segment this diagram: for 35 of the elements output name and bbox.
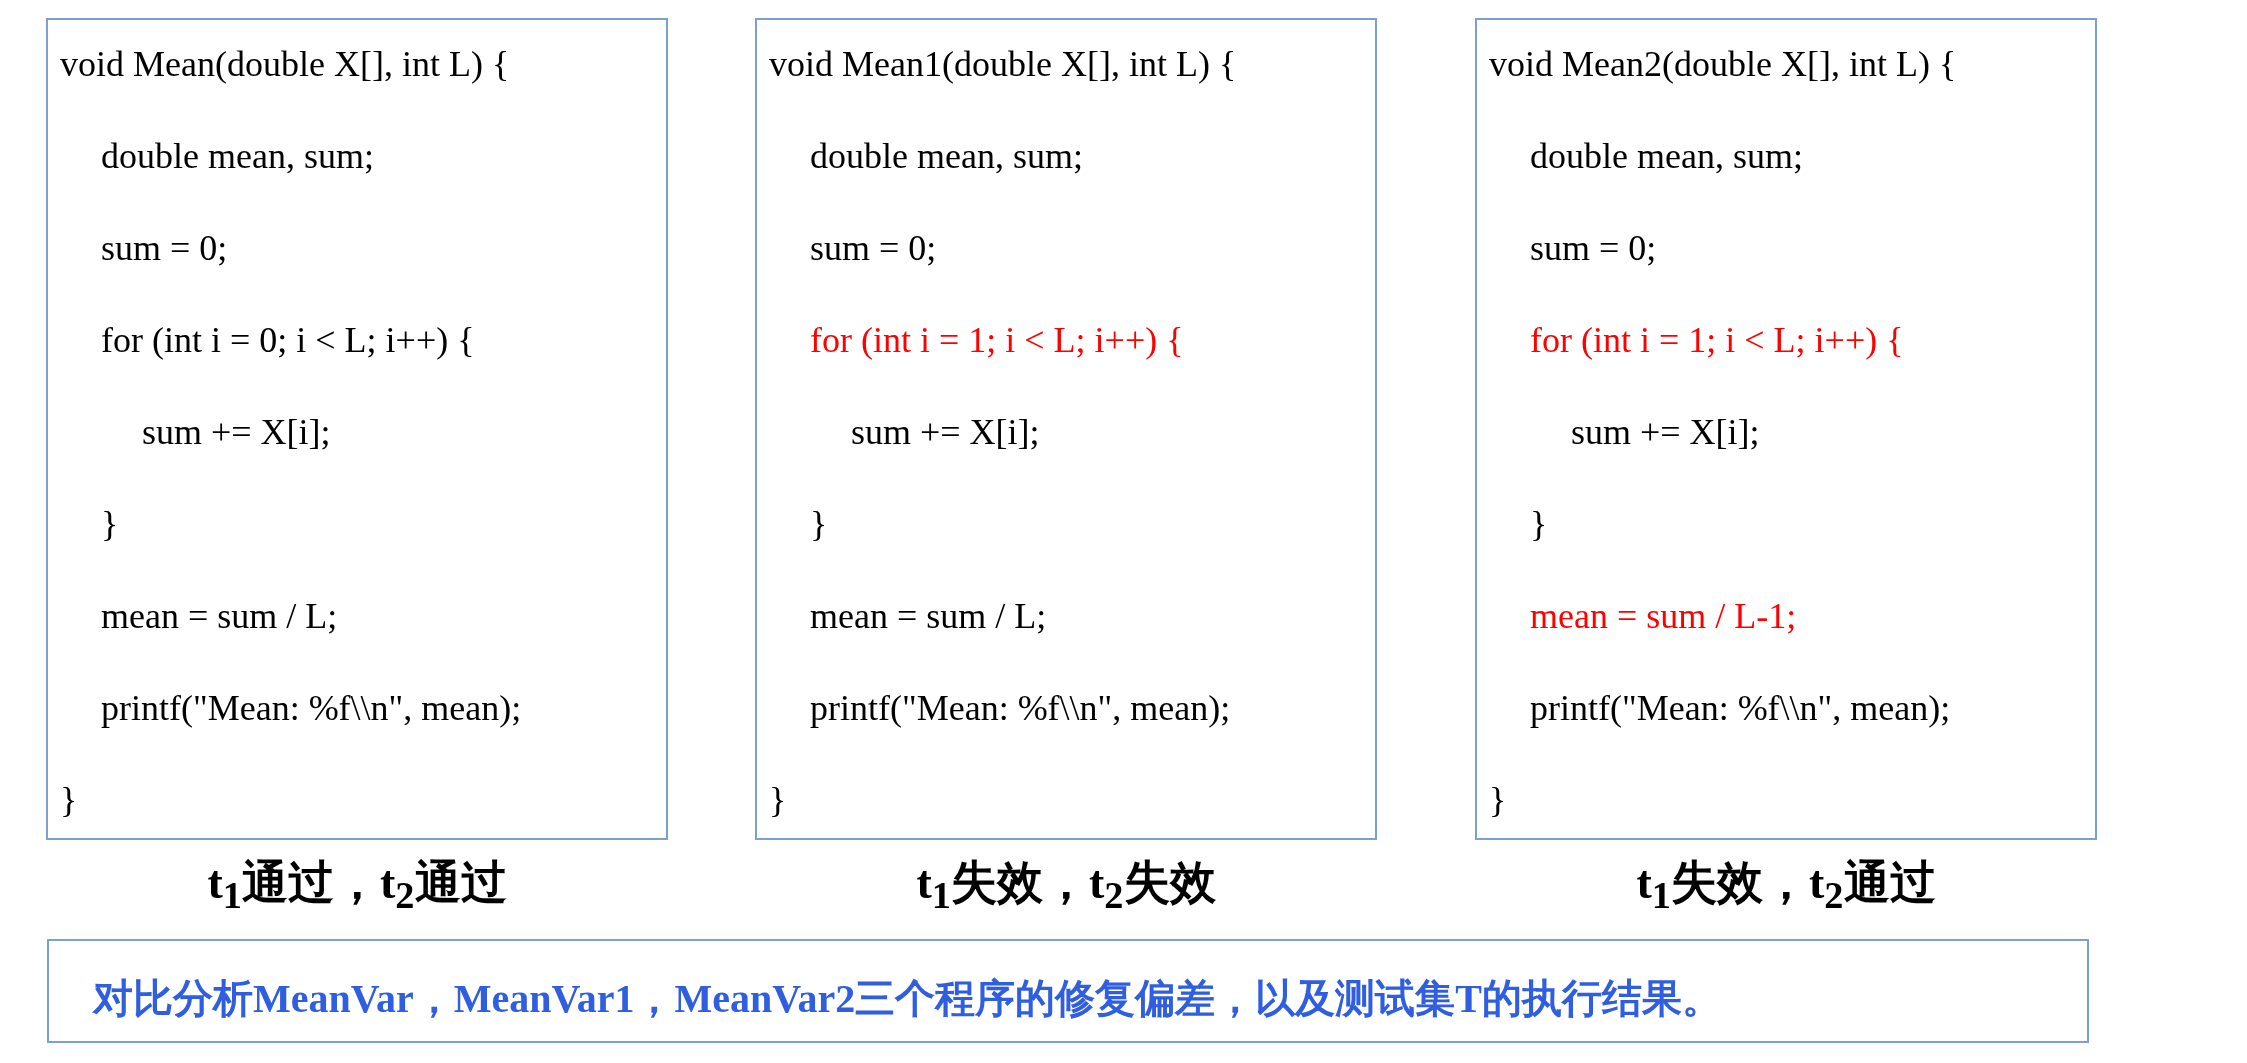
code-line: printf("Mean: %f\\n", mean);	[1530, 688, 1951, 728]
code-line: for (int i = 0; i < L; i++) {	[101, 320, 475, 360]
code-line: sum = 0;	[1530, 228, 1657, 268]
code-line: }	[1530, 504, 1548, 544]
code-line: mean = sum / L;	[101, 596, 338, 636]
code-line: sum = 0;	[810, 228, 937, 268]
code-line: double mean, sum;	[810, 136, 1083, 176]
code-line: double mean, sum;	[1530, 136, 1803, 176]
code-line: printf("Mean: %f\\n", mean);	[810, 688, 1231, 728]
result-caption: t$_{1}$失效，t$_{2}$失效	[915, 856, 1217, 918]
code-line: sum = 0;	[101, 228, 228, 268]
code-line: }	[1489, 780, 1507, 820]
result-caption: t$_{1}$通过，t$_{2}$通过	[206, 856, 508, 918]
code-box	[755, 18, 1377, 840]
note-text: 对比分析MeanVar，MeanVar1，MeanVar2三个程序的修复偏差，以及测试集T的执行结果。	[93, 975, 1722, 1023]
code-line: for (int i = 1; i < L; i++) {	[810, 320, 1184, 360]
code-line: printf("Mean: %f\\n", mean);	[101, 688, 522, 728]
result-caption: t$_{1}$失效，t$_{2}$通过	[1635, 856, 1937, 918]
code-line: mean = sum / L-1;	[1530, 596, 1797, 636]
code-box	[1475, 18, 2097, 840]
code-line: mean = sum / L;	[810, 596, 1047, 636]
code-line: sum += X[i];	[142, 412, 331, 452]
code-line: }	[101, 504, 119, 544]
code-line: }	[60, 780, 78, 820]
note-box	[47, 939, 2089, 1043]
code-line: void Mean(double X[], int L) {	[60, 44, 510, 84]
code-line: double mean, sum;	[101, 136, 374, 176]
code-line: void Mean1(double X[], int L) {	[769, 44, 1237, 84]
code-line: sum += X[i];	[1571, 412, 1760, 452]
code-line: }	[769, 780, 787, 820]
code-line: }	[810, 504, 828, 544]
code-line: sum += X[i];	[851, 412, 1040, 452]
code-line: for (int i = 1; i < L; i++) {	[1530, 320, 1904, 360]
code-line: void Mean2(double X[], int L) {	[1489, 44, 1957, 84]
code-box	[46, 18, 668, 840]
